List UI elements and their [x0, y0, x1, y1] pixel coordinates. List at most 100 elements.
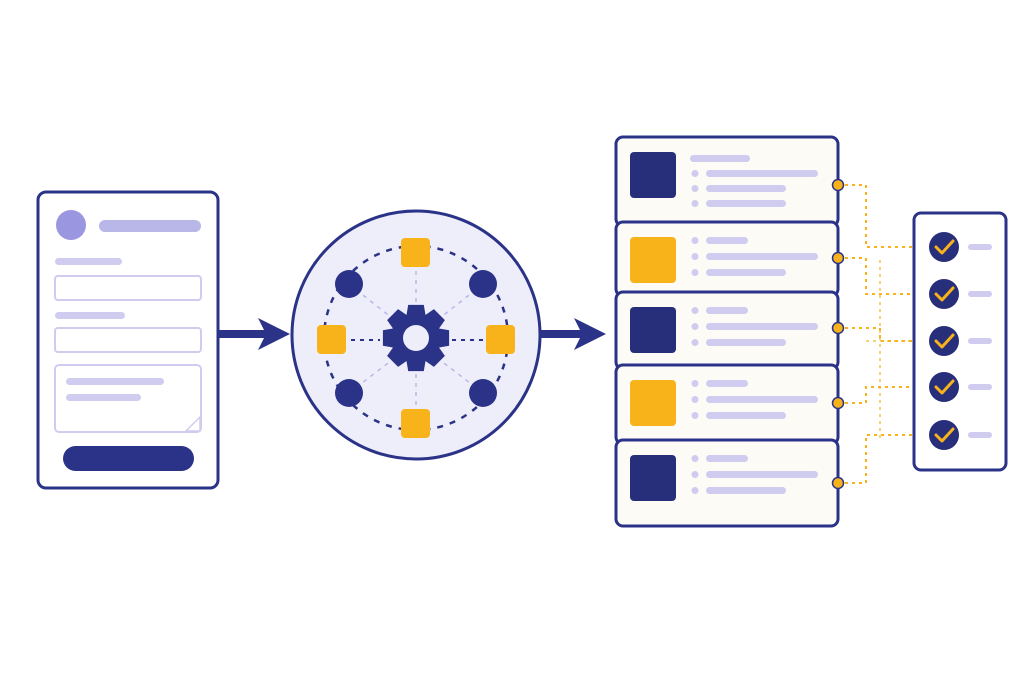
- record-thumbnail: [630, 152, 676, 198]
- hub-node-circle: [335, 379, 363, 407]
- connector-line: [838, 434, 918, 484]
- record-card[interactable]: [614, 438, 840, 528]
- text-input-field[interactable]: [54, 275, 202, 301]
- textarea-line: [66, 378, 164, 385]
- record-card-stack: [614, 135, 840, 528]
- content-line: [706, 487, 786, 494]
- bullet-dot: [691, 412, 699, 419]
- content-line: [706, 253, 818, 260]
- content-line: [706, 339, 786, 346]
- connector-node: [831, 476, 845, 490]
- hub-node-square: [401, 409, 430, 438]
- textarea-line: [66, 394, 141, 401]
- record-card[interactable]: [614, 363, 840, 446]
- arrow-shaft: [540, 330, 588, 338]
- bullet-dot: [691, 237, 699, 244]
- bullet-dot: [691, 185, 699, 192]
- content-line: [706, 200, 786, 207]
- hub-node-square: [317, 325, 346, 354]
- bullet-dot: [691, 170, 699, 177]
- checklist-panel: [912, 211, 1008, 472]
- checklist-frame: [912, 211, 1008, 472]
- checklist-label-line: [968, 291, 992, 297]
- checklist-items: [929, 232, 992, 450]
- bullet-dot: [691, 396, 699, 403]
- bullet-dot: [691, 200, 699, 207]
- bullet-dot: [691, 269, 699, 276]
- processing-hub: [290, 209, 542, 461]
- content-line: [706, 185, 786, 192]
- checklist-item[interactable]: [929, 420, 992, 450]
- arrow-head: [574, 318, 606, 350]
- checklist-label-line: [968, 384, 992, 390]
- check-icon: [929, 232, 959, 262]
- content-line: [706, 471, 818, 478]
- hub-node-square: [486, 325, 515, 354]
- gear-hole: [403, 325, 429, 351]
- form-title-line: [99, 220, 201, 232]
- hub-node-circle: [335, 270, 363, 298]
- form-card: [36, 190, 220, 490]
- bullet-dot: [691, 380, 699, 387]
- record-card[interactable]: [614, 290, 840, 371]
- content-line: [706, 396, 818, 403]
- record-card[interactable]: [614, 135, 840, 228]
- bullet-dot: [691, 487, 699, 494]
- content-line: [706, 307, 748, 314]
- bullet-dot: [691, 339, 699, 346]
- content-line: [706, 269, 786, 276]
- arrow-right-icon: [218, 318, 290, 350]
- record-card[interactable]: [614, 220, 840, 298]
- checklist-item[interactable]: [929, 232, 992, 262]
- connector-line: [838, 386, 918, 404]
- checklist-label-line: [968, 432, 992, 438]
- checklist-item[interactable]: [929, 279, 992, 309]
- arrow-right-icon: [540, 318, 606, 350]
- checklist-label-line: [968, 244, 992, 250]
- connector-lines: [831, 178, 918, 490]
- bullet-dot: [691, 253, 699, 260]
- check-icon: [929, 326, 959, 356]
- field-label-line: [55, 312, 125, 319]
- hub-node-circle: [469, 379, 497, 407]
- checklist-label-line: [968, 338, 992, 344]
- hub-node-circle: [469, 270, 497, 298]
- hub-node-square: [401, 238, 430, 267]
- checklist-item[interactable]: [929, 326, 992, 356]
- content-line: [690, 155, 750, 162]
- bullet-dot: [691, 323, 699, 330]
- content-line: [706, 380, 748, 387]
- record-thumbnail: [630, 380, 676, 426]
- record-thumbnail: [630, 307, 676, 353]
- connector-node: [831, 321, 845, 335]
- check-mark: [934, 286, 955, 302]
- record-thumbnail: [630, 237, 676, 283]
- arrow-shaft: [218, 330, 272, 338]
- connector-line: [838, 184, 918, 248]
- connector-node: [831, 178, 845, 192]
- avatar: [56, 210, 86, 240]
- bullet-dot: [691, 307, 699, 314]
- text-input-field[interactable]: [54, 327, 202, 353]
- content-line: [706, 170, 818, 177]
- submit-button[interactable]: [63, 446, 194, 471]
- connector-node: [831, 251, 845, 265]
- resize-handle-icon[interactable]: [184, 415, 201, 432]
- record-thumbnail: [630, 455, 676, 501]
- check-mark: [934, 239, 955, 255]
- check-icon: [929, 420, 959, 450]
- check-icon: [929, 372, 959, 402]
- check-mark: [934, 333, 955, 349]
- bullet-dot: [691, 471, 699, 478]
- checklist-item[interactable]: [929, 372, 992, 402]
- content-line: [706, 323, 818, 330]
- arrow-head: [258, 318, 290, 350]
- connector-line: [838, 327, 918, 342]
- check-icon: [929, 279, 959, 309]
- gear-icon: [382, 304, 450, 372]
- content-line: [706, 237, 748, 244]
- check-mark: [934, 379, 955, 395]
- field-label-line: [55, 258, 122, 265]
